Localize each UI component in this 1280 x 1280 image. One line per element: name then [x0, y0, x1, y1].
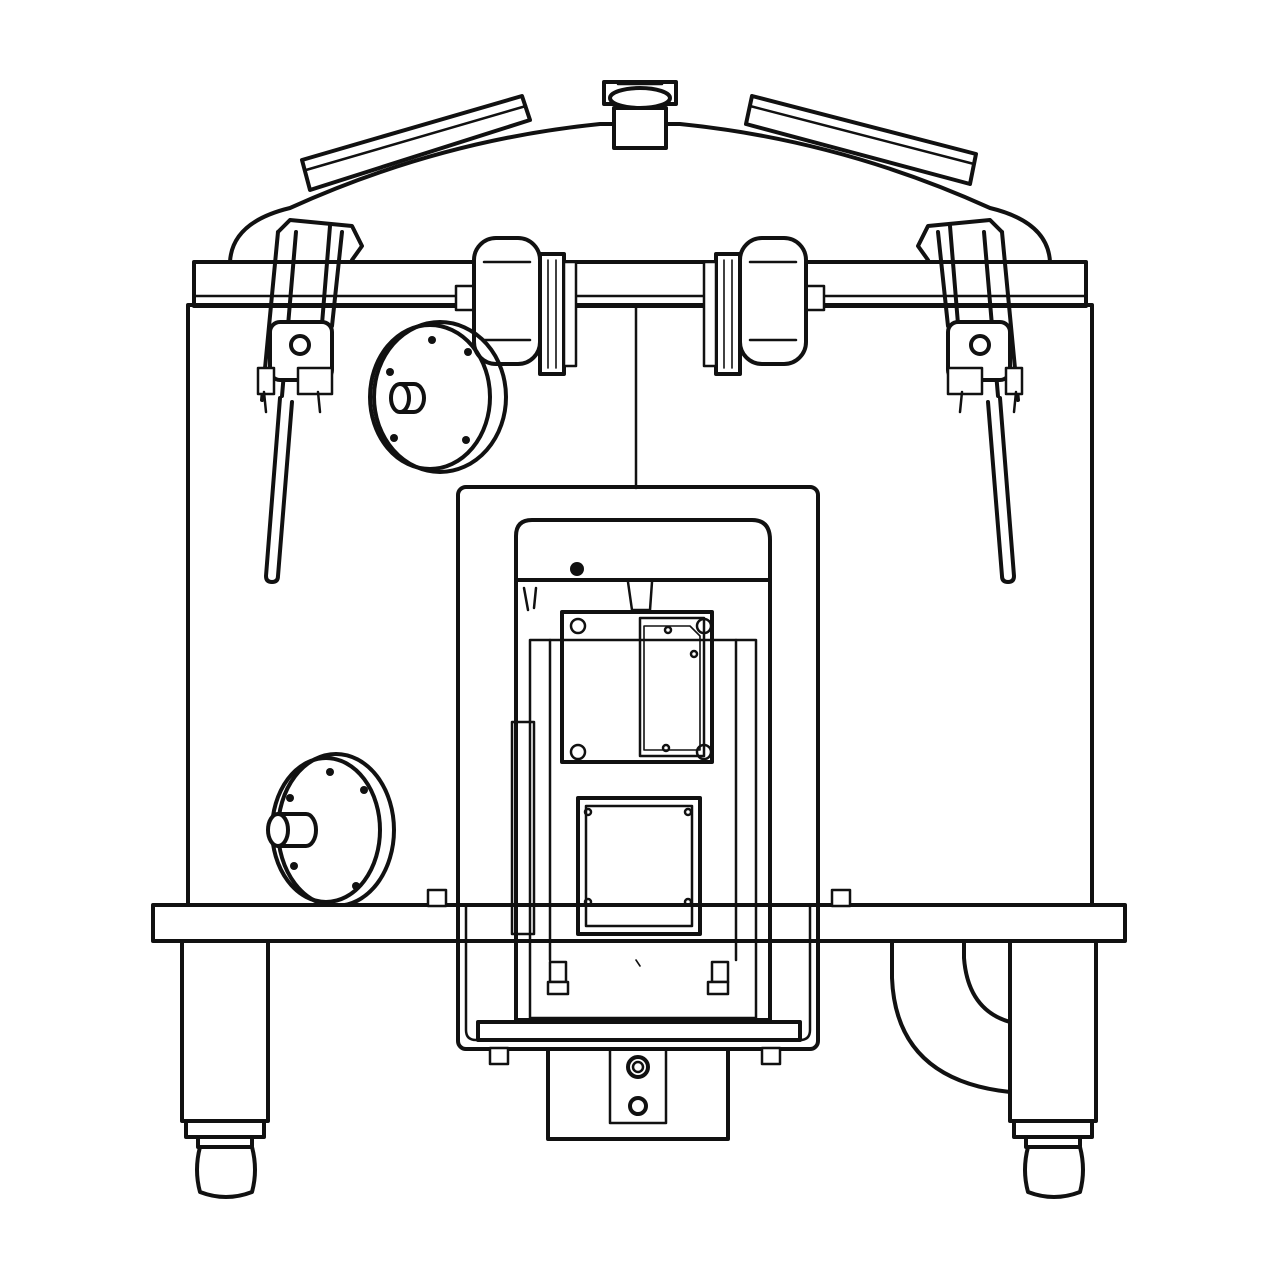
lid-panel-right — [744, 94, 978, 186]
lid-hinge-left — [454, 236, 578, 376]
drain-pipe — [890, 939, 1012, 1094]
lid-clamp-right — [916, 218, 1024, 584]
lid-panel-left — [300, 94, 532, 192]
upper-flange-port — [368, 320, 508, 474]
leg-left — [180, 939, 270, 1199]
gearbox — [546, 1047, 730, 1141]
lid-clamp-left — [256, 218, 364, 584]
leg-right — [1008, 939, 1098, 1199]
lid-hinge-right — [702, 236, 826, 376]
top-nozzle — [602, 80, 678, 150]
lower-flange-port — [266, 752, 396, 908]
electric-motor — [510, 518, 772, 1022]
